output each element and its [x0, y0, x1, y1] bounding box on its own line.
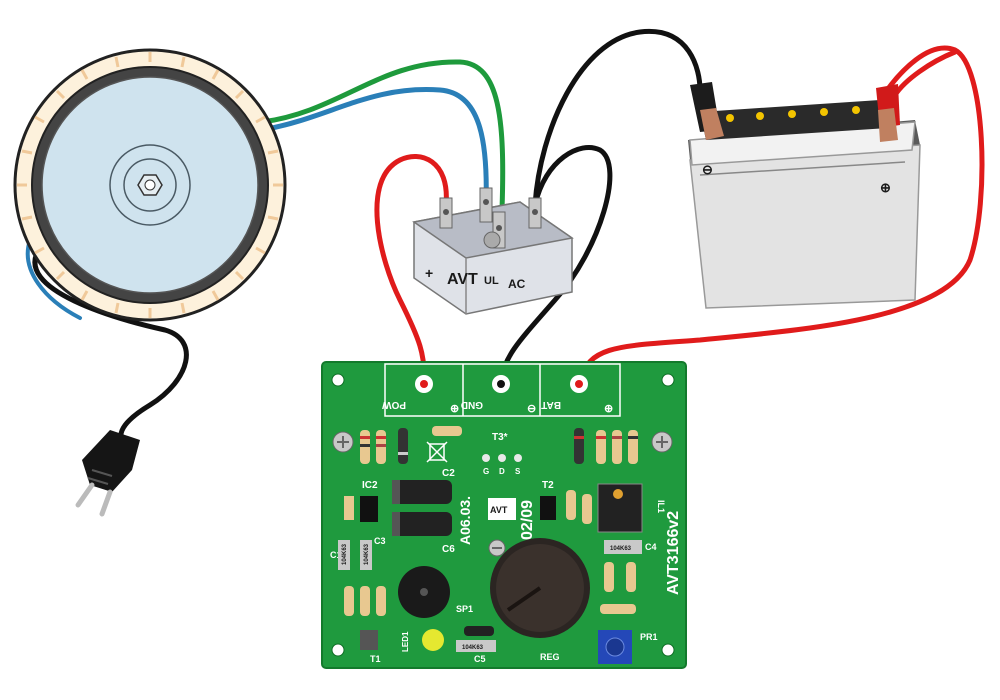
terminal-pow-label: POW: [382, 399, 406, 410]
power-plug: [75, 430, 140, 517]
label-c4: C4: [645, 542, 657, 552]
cap-c1-mark: 104K63: [342, 543, 348, 565]
label-pr1: PR1: [640, 632, 658, 642]
svg-text:D: D: [499, 467, 505, 476]
transformer-blue-lead: [25, 238, 82, 320]
label-ic1: IL1: [656, 500, 666, 513]
battery-plus-label: ⊕: [880, 180, 891, 195]
avt-logo: AVT: [490, 505, 508, 515]
bridge-brand-label: AVT: [447, 271, 478, 288]
label-c2: C2: [442, 468, 455, 479]
transformer-green-lead: [259, 59, 506, 213]
terminal-block: POW ⊕ GND ⊖ BAT ⊕: [382, 363, 621, 417]
bridge-ul-mark: UL: [484, 275, 499, 287]
pcb-board: POW ⊕ GND ⊖ BAT ⊕ T3* G D S: [321, 361, 687, 669]
toroidal-transformer: [13, 48, 287, 322]
diode: [464, 626, 494, 636]
rev-code: 02/09: [519, 500, 536, 540]
cap-c5-mark: 104K63: [462, 645, 484, 651]
bridge-black-wire-battery: [532, 29, 703, 208]
label-t2: T2: [542, 480, 554, 491]
terminal-bat-label: BAT: [541, 399, 561, 410]
avt-logo-box: [488, 498, 516, 520]
label-t1: T1: [370, 654, 381, 664]
svg-text:S: S: [515, 467, 521, 476]
label-c5: C5: [474, 654, 486, 664]
cap-c4-mark: 104K63: [610, 546, 632, 552]
resistors-top-right: [574, 428, 638, 464]
cap-c1: [338, 540, 350, 570]
label-c1: C1: [330, 550, 342, 560]
transformer-blue-lead-2: [259, 86, 489, 208]
label-sp1: SP1: [456, 604, 473, 614]
model-label: AVT3166v2: [665, 511, 682, 595]
transformer-black-lead: [32, 245, 189, 443]
bridge-plus-label: +: [425, 265, 433, 281]
bridge-ac-label: AC: [508, 277, 526, 291]
terminal-bat-sign: ⊕: [604, 403, 613, 415]
cap-c3-mark: 104K63: [364, 543, 370, 565]
cap-c5: [456, 640, 496, 652]
cap-c4: [604, 540, 642, 554]
label-t3: T3*: [492, 432, 508, 443]
terminal-gnd-label: GND: [461, 399, 483, 410]
resistors-top-left: [360, 428, 408, 464]
battery: ⊖ ⊕: [688, 82, 921, 309]
gnd-black-wire: [498, 144, 613, 383]
bat-red-wire: [577, 45, 985, 383]
svg-text:G: G: [483, 467, 489, 476]
label-c3: C3: [374, 536, 386, 546]
recycle-bin-icon: [426, 441, 448, 463]
label-ic2: IC2: [362, 480, 378, 491]
date-code: A06.03.: [457, 496, 473, 545]
cap-c3: [360, 540, 372, 570]
resistor-horizontal: [432, 426, 462, 436]
ic2-regulator: [360, 496, 378, 522]
label-reg: REG: [540, 652, 560, 662]
terminal-gnd-sign: ⊖: [527, 403, 536, 415]
terminal-pow-sign: ⊕: [450, 403, 459, 415]
label-c6: C6: [442, 544, 455, 555]
t3-pads: G D S: [482, 454, 522, 476]
wires: [25, 29, 985, 443]
pow-red-wire: [374, 154, 449, 383]
label-led1: LED1: [401, 631, 410, 652]
battery-minus-label: ⊖: [702, 162, 713, 177]
bridge-rectifier: + AVT UL AC: [412, 187, 574, 315]
led1: [422, 629, 444, 651]
t2-transistor: [540, 496, 556, 520]
ic1-chip: [597, 483, 643, 533]
t1-transistor: [360, 630, 378, 650]
electrolytic-caps: [392, 480, 452, 536]
